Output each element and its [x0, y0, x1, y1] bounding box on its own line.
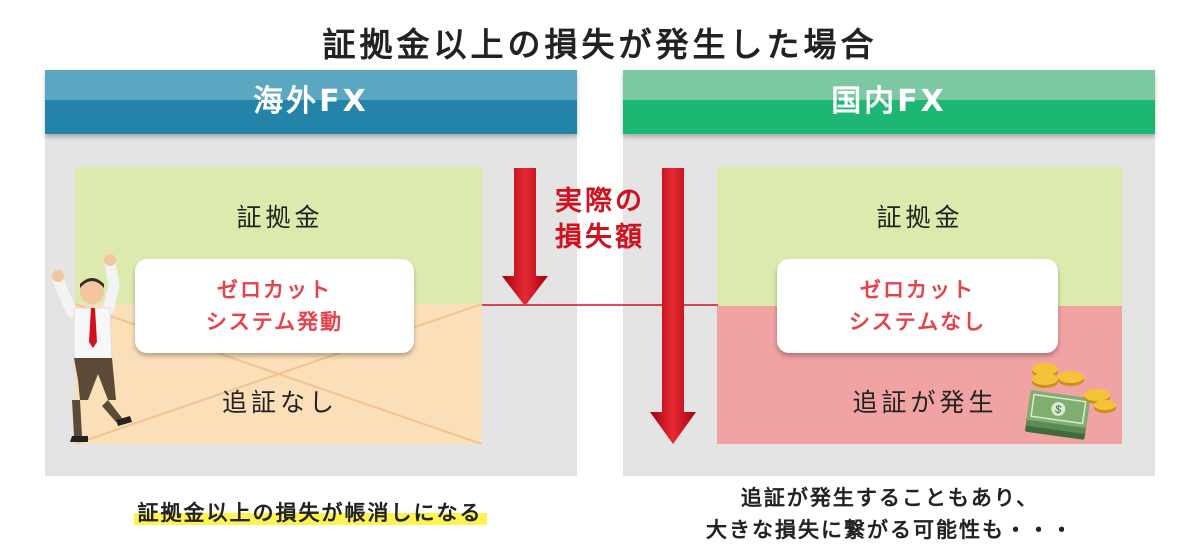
- money-coins-icon: $: [1025, 363, 1116, 440]
- left-footer: 証拠金以上の損失が帳消しになる: [60, 497, 560, 529]
- actual-loss-label: 実際の 損失額: [540, 184, 660, 256]
- right-header-label: 国内FX: [831, 84, 947, 119]
- left-result-label: 追証なし: [221, 388, 338, 417]
- right-margin-label: 証拠金: [876, 203, 964, 232]
- right-result-label: 追証が発生: [852, 388, 998, 417]
- left-footer-text: 証拠金以上の損失が帳消しになる: [133, 501, 487, 525]
- cheering-businessman-icon: [52, 254, 132, 442]
- right-header: 国内FX: [623, 70, 1155, 134]
- left-header: 海外FX: [45, 70, 577, 134]
- left-card-line1: ゼロカット: [217, 278, 332, 302]
- right-footer: 追証が発生することもあり、 大きな損失に繋がる可能性も・・・: [640, 482, 1140, 546]
- actual-loss-line1: 実際の: [555, 186, 645, 217]
- left-card-line2: システム発動: [205, 310, 344, 334]
- page-title: 証拠金以上の損失が発生した場合: [322, 25, 878, 64]
- left-margin-label: 証拠金: [236, 203, 324, 232]
- long-down-arrow-icon: [650, 168, 696, 444]
- right-zero-cut-card: ゼロカット システムなし: [777, 259, 1058, 353]
- right-footer-line2: 大きな損失に繋がる可能性も・・・: [706, 518, 1074, 542]
- actual-loss-line2: 損失額: [555, 222, 645, 253]
- left-header-label: 海外FX: [253, 84, 369, 119]
- short-down-arrow-icon: [502, 168, 548, 306]
- left-zero-cut-card: ゼロカット システム発動: [135, 259, 414, 353]
- right-card-line1: ゼロカット: [860, 278, 975, 302]
- right-footer-line1: 追証が発生することもあり、: [740, 486, 1040, 510]
- svg-text:$: $: [1054, 404, 1062, 417]
- right-card-line2: システムなし: [848, 310, 987, 334]
